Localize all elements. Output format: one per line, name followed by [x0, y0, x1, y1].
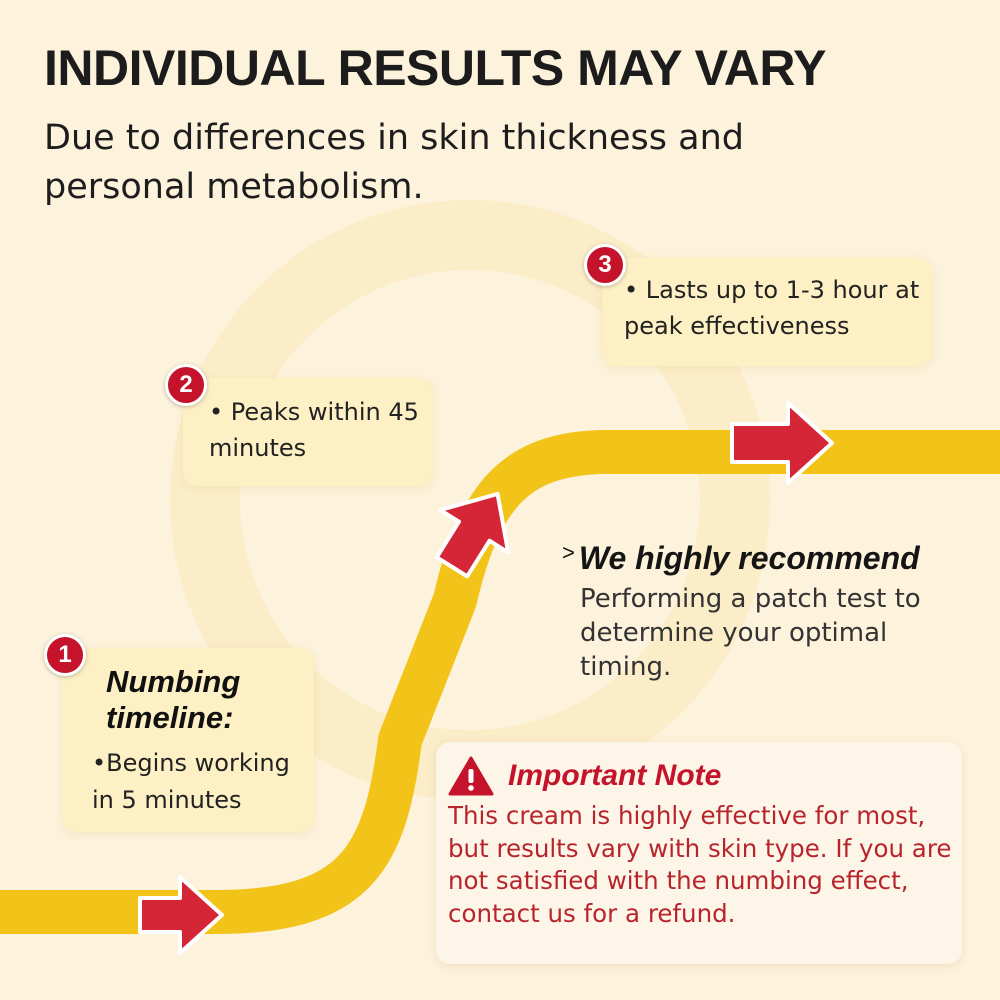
important-note-card: Important Note This cream is highly effe… — [436, 742, 962, 964]
step-3-text: • Lasts up to 1-3 hour at peak effective… — [624, 276, 920, 340]
step-3-badge: 3 — [584, 244, 626, 286]
arrow-right-icon — [730, 401, 834, 485]
page-subtitle: Due to differences in skin thickness and… — [44, 118, 744, 207]
important-note-heading: Important Note — [508, 759, 722, 792]
arrow-up-right-icon — [434, 491, 511, 579]
step-1-badge: 1 — [44, 634, 86, 676]
arrow-right-icon — [138, 875, 224, 955]
recommendation-heading-row: >We highly recommend — [562, 540, 982, 577]
important-note-heading-row: Important Note — [448, 756, 952, 796]
recommendation-text: Performing a patch test to determine you… — [580, 584, 921, 682]
step-2-card: • Peaks within 45 minutes — [183, 378, 433, 486]
warning-icon — [448, 756, 494, 796]
recommendation-block: >We highly recommend Performing a patch … — [562, 540, 982, 684]
step-1-heading: Numbing timeline: — [106, 664, 241, 735]
step-2-badge: 2 — [165, 364, 207, 406]
step-1-card: Numbing timeline: •Begins working in 5 m… — [62, 648, 314, 832]
timeline-path — [0, 430, 1000, 934]
recommendation-heading: We highly recommend — [578, 540, 920, 576]
page-title: INDIVIDUAL RESULTS MAY VARY — [44, 40, 826, 96]
step-2-text: • Peaks within 45 minutes — [209, 398, 419, 462]
step-3-card: • Lasts up to 1-3 hour at peak effective… — [602, 258, 932, 366]
step-1-text: •Begins working in 5 minutes — [92, 749, 290, 815]
chevron-right-icon: > — [562, 540, 575, 565]
important-note-text: This cream is highly effective for most,… — [448, 801, 952, 928]
